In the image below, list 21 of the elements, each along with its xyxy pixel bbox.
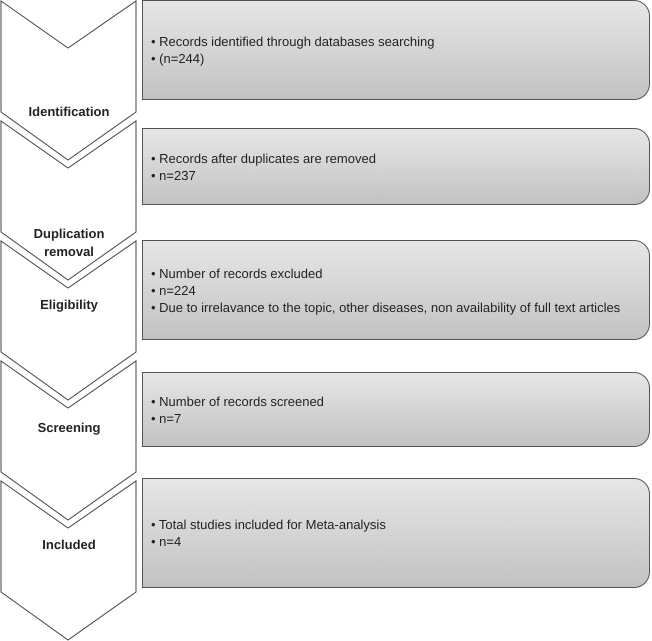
- content-box: [142, 128, 650, 205]
- stage-label: Duplication removal: [32, 225, 106, 261]
- bullet-text: • Records identified through databases searching: [151, 33, 436, 50]
- content-box: [142, 0, 650, 100]
- stage-label: Screening: [36, 419, 102, 437]
- bullet-text: • Due to irrelavance to the topic, other diseases, non availability of full text articles: [151, 298, 622, 316]
- bullet-text: • n=4: [151, 533, 182, 550]
- content-box: [142, 240, 650, 340]
- stage-label: Identification: [28, 103, 110, 121]
- content-box: [142, 478, 650, 588]
- bullet-text: • Number of records excluded: [151, 264, 324, 282]
- stage-label: Eligibility: [39, 296, 99, 314]
- bullet-text: • Total studies included for Meta-analysis: [151, 516, 387, 533]
- bullet-text: • Number of records screened: [151, 392, 325, 410]
- bullet-text: • n=7: [151, 410, 182, 426]
- bullet-text: • n=224: [151, 282, 197, 298]
- bullet-text: • n=237: [151, 166, 197, 184]
- content-box: [142, 372, 650, 447]
- bullet-text: • (n=244): [151, 50, 206, 67]
- bullet-text: • Records after duplicates are removed: [151, 150, 377, 166]
- stage-label: Included: [41, 536, 97, 554]
